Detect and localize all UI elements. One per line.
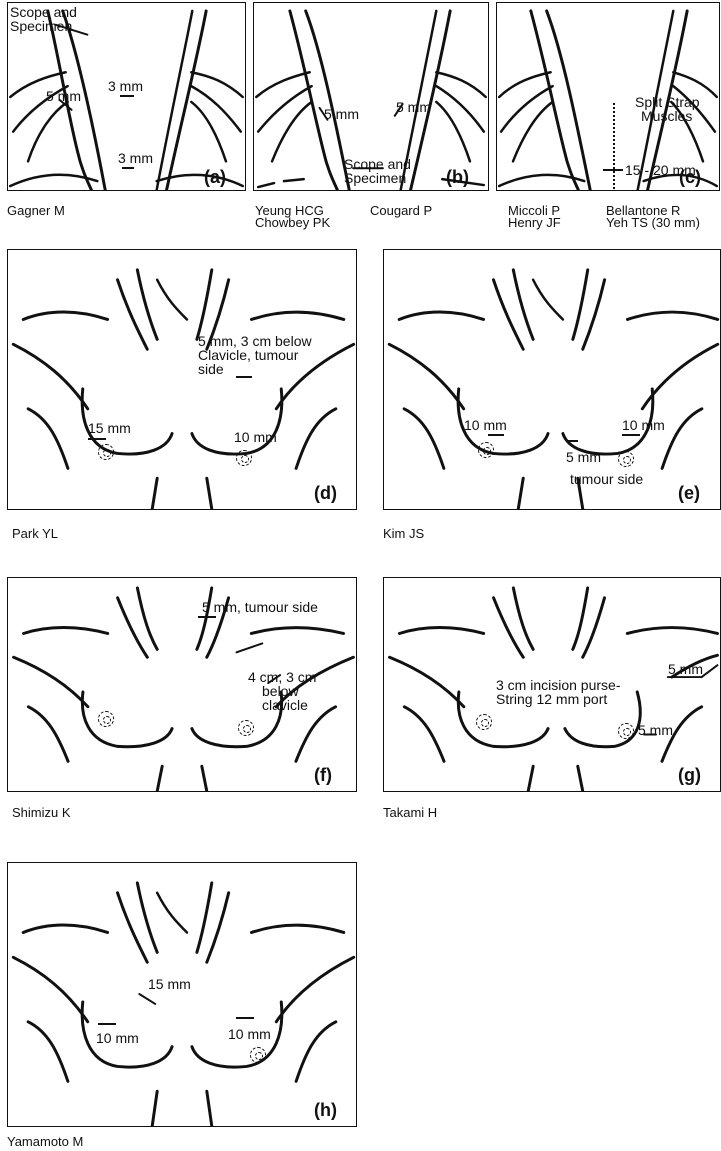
- port-description-line3: clavicle: [262, 698, 308, 712]
- panel-b-caption-right: Cougard P: [370, 204, 432, 218]
- right-nipple-icon: [250, 1047, 266, 1063]
- left-nipple-icon: [98, 444, 114, 460]
- panel-tag: (c): [679, 168, 701, 186]
- panel-tag: (f): [314, 766, 332, 784]
- chest-anatomy-drawing: [384, 250, 720, 509]
- panel-g-caption: Takami H: [383, 806, 437, 820]
- port-description-line3: side: [198, 362, 224, 376]
- left-port-mark: [98, 1023, 116, 1025]
- panel-tag: (d): [314, 484, 337, 502]
- left-port-mark: [88, 438, 106, 440]
- panel-g: 5 mm 3 cm incision purse- String 12 mm p…: [383, 577, 721, 792]
- panel-d-caption: Park YL: [12, 527, 58, 541]
- panel-b: 5 mm 5 mm Scope and Specimen (b): [253, 2, 489, 191]
- panel-b-caption-left-line2: Chowbey PK: [255, 216, 330, 230]
- left-5mm-label: 5 mm: [324, 107, 359, 121]
- mid-5mm-label: 5 mm: [566, 450, 601, 464]
- scope-specimen-label-line1: Scope and: [10, 5, 77, 19]
- panel-tag: (h): [314, 1101, 337, 1119]
- left-15mm-label: 15 mm: [88, 421, 131, 435]
- incision-mark: [603, 169, 623, 171]
- port-description-line2: Clavicle, tumour: [198, 348, 298, 362]
- chest-anatomy-drawing: [8, 250, 356, 509]
- scope-specimen-label-line2: Specimen: [10, 19, 72, 33]
- midline-dotted-line: [613, 103, 615, 191]
- port-description-line1: 3 cm incision purse-: [496, 678, 621, 692]
- right-port-mark: [622, 434, 640, 436]
- center-3mm-label: 3 mm: [108, 79, 143, 93]
- left-10mm-label: 10 mm: [464, 418, 507, 432]
- port-description-line1: 4 cm, 3 cm: [248, 670, 316, 684]
- right-nipple-icon: [618, 451, 634, 467]
- right-10mm-label: 10 mm: [234, 430, 277, 444]
- bottom-5mm-label: 5 mm: [638, 723, 673, 737]
- left-port-mark: [488, 434, 504, 436]
- panel-a: Scope and Specimen 5 mm 3 mm 3 mm (a): [7, 2, 246, 191]
- panel-h: 15 mm 10 mm 10 mm (h): [7, 862, 357, 1127]
- left-5mm-label: 5 mm: [46, 89, 81, 103]
- top-5mm-label: 5 mm: [668, 662, 703, 676]
- port-mark-upper: [236, 376, 252, 378]
- right-port-mark: [236, 1017, 254, 1019]
- panel-c: Split Strap Muscles 15 - 20 mm (c): [496, 2, 720, 191]
- scope-specimen-label-line1: Scope and: [344, 157, 411, 171]
- port-description-line1: 5 mm, 3 cm below: [198, 334, 312, 348]
- panel-e-caption: Kim JS: [383, 527, 424, 541]
- bottom-3mm-label: 3 mm: [118, 151, 153, 165]
- right-5mm-label: 5 mm: [396, 100, 431, 114]
- right-nipple-icon: [238, 720, 254, 736]
- split-strap-label-line1: Split Strap: [635, 95, 700, 109]
- left-nipple-icon: [478, 442, 494, 458]
- top-port-label: 5 mm, tumour side: [202, 600, 318, 614]
- tumour-side-label: tumour side: [570, 472, 643, 486]
- panel-f-caption: Shimizu K: [12, 806, 71, 820]
- right-10mm-label: 10 mm: [228, 1027, 271, 1041]
- panel-h-caption: Yamamoto M: [7, 1135, 83, 1149]
- panel-c-caption-right-line2: Yeh TS (30 mm): [606, 216, 700, 230]
- panel-d: 5 mm, 3 cm below Clavicle, tumour side 1…: [7, 249, 357, 510]
- chest-anatomy-drawing: [8, 863, 356, 1126]
- center-port-mark: [120, 95, 134, 97]
- panel-f: 5 mm, tumour side 4 cm, 3 cm below clavi…: [7, 577, 357, 792]
- right-nipple-icon: [618, 723, 634, 739]
- panel-tag: (b): [446, 168, 469, 186]
- left-nipple-icon: [476, 714, 492, 730]
- split-strap-label-line2: Muscles: [641, 109, 692, 123]
- right-nipple-icon: [236, 450, 252, 466]
- panel-a-caption: Gagner M: [7, 204, 65, 218]
- port-description-line2: below: [262, 684, 299, 698]
- panel-e: 10 mm 10 mm 5 mm tumour side (e): [383, 249, 721, 510]
- right-10mm-label: 10 mm: [622, 418, 665, 432]
- mid-port-mark: [566, 440, 578, 442]
- panel-tag: (g): [678, 766, 701, 784]
- panel-c-caption-left-line2: Henry JF: [508, 216, 561, 230]
- left-10mm-label: 10 mm: [96, 1031, 139, 1045]
- panel-tag: (e): [678, 484, 700, 502]
- port-description-line2: String 12 mm port: [496, 692, 607, 706]
- scope-specimen-label-line2: Specimen: [344, 171, 406, 185]
- left-nipple-icon: [98, 711, 114, 727]
- bottom-port-mark: [122, 167, 134, 169]
- top-port-mark: [198, 616, 216, 618]
- panel-tag: (a): [204, 168, 226, 186]
- mid-15mm-label: 15 mm: [148, 977, 191, 991]
